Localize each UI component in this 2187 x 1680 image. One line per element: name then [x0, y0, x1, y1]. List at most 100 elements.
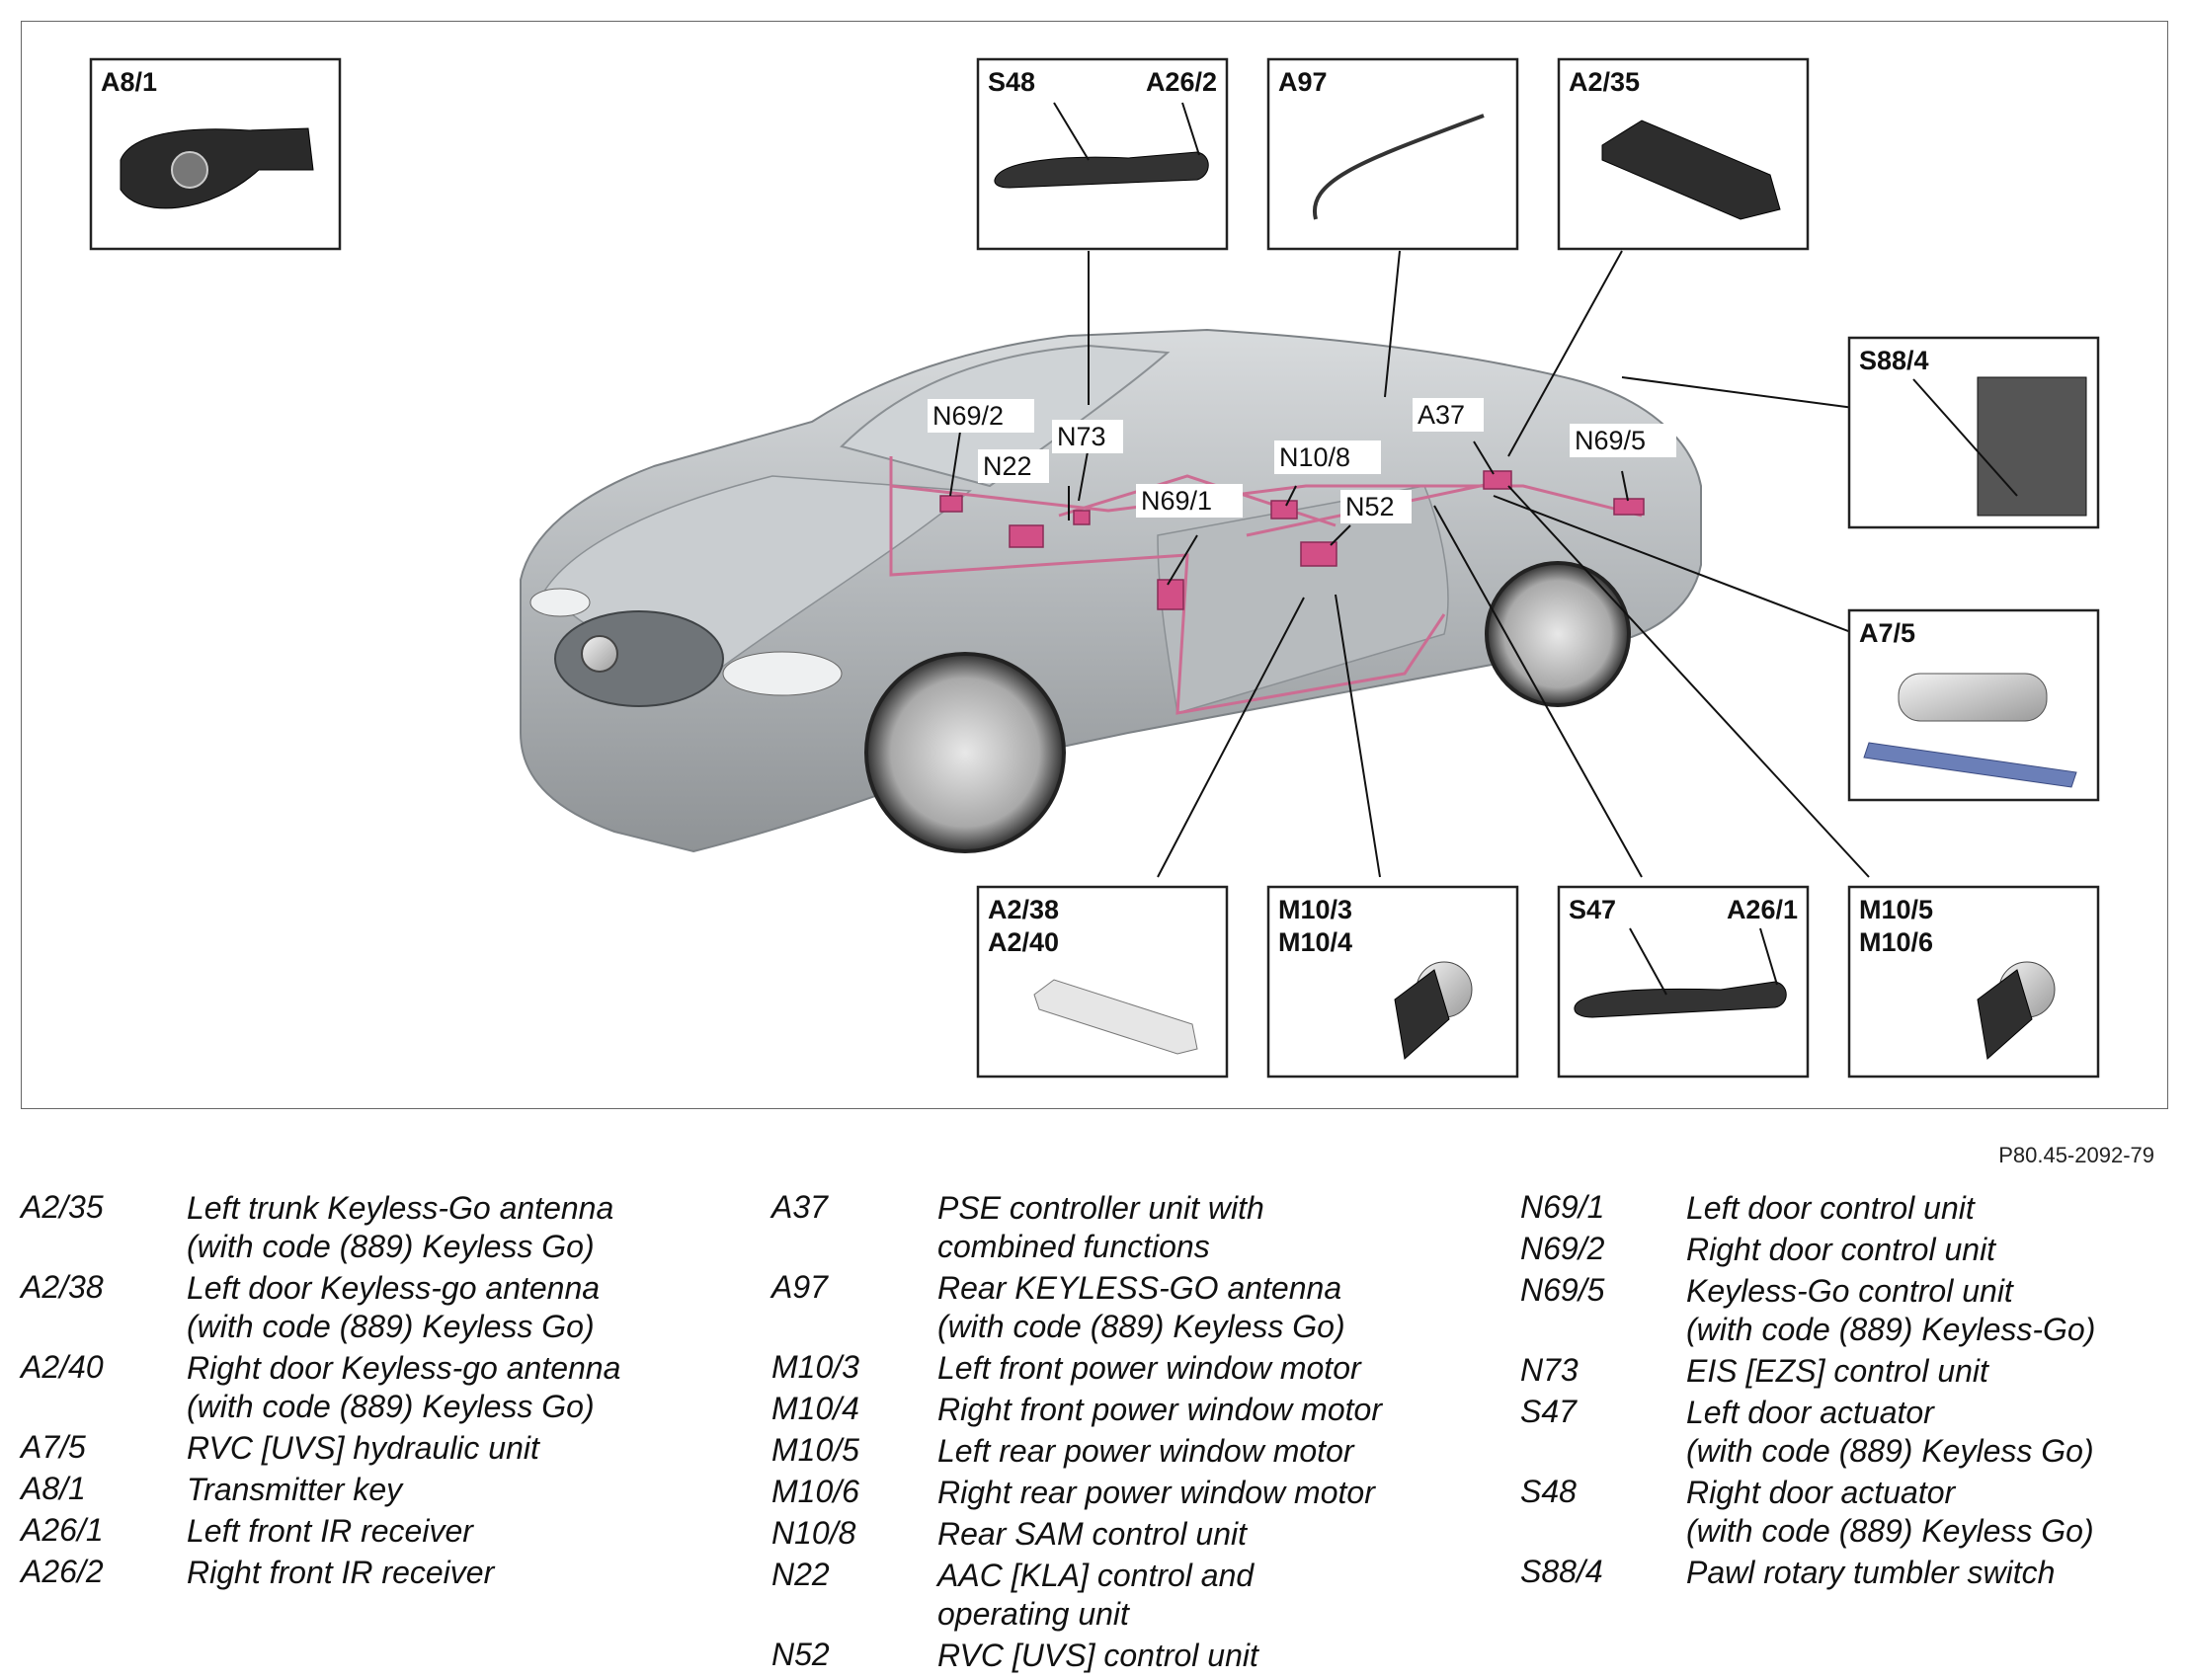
legend-description-line: operating unit: [937, 1596, 1129, 1632]
legend-description-line: Left door Keyless-go antenna: [187, 1270, 601, 1306]
legend-description-line: Right rear power window motor: [937, 1475, 1375, 1510]
callout-labels: N69/2 N22 N73 N69/1 N10/8 N52 A37 N69/5: [928, 398, 1676, 523]
legend-description-line: Left door control unit: [1686, 1190, 1975, 1226]
legend-description: Left door Keyless-go antenna(with code (…: [187, 1269, 600, 1346]
front-grille: [554, 610, 724, 707]
legend-code: A2/38: [21, 1269, 104, 1305]
legend-description-line: Left door actuator: [1686, 1395, 1934, 1430]
legend-code: M10/6: [771, 1474, 859, 1509]
rear-wheel: [1485, 561, 1631, 707]
legend-code: A2/40: [21, 1349, 104, 1385]
legend-code: M10/5: [771, 1432, 859, 1468]
box-a2-35: A2/35: [1557, 57, 1810, 251]
legend-description: Right rear power window motor: [937, 1474, 1375, 1512]
legend-description: Rear KEYLESS-GO antenna(with code (889) …: [937, 1269, 1345, 1346]
legend-description: Right door control unit: [1686, 1231, 1995, 1269]
legend-description: Right front IR receiver: [187, 1554, 494, 1592]
wiring-harness: [889, 456, 1643, 715]
legend-code: A26/2: [21, 1554, 104, 1589]
legend-code: N69/5: [1520, 1272, 1605, 1308]
callout-n69-1: N69/1: [1141, 486, 1212, 516]
legend-code: A7/5: [21, 1429, 86, 1465]
legend-description-line: (with code (889) Keyless-Go): [1686, 1312, 2096, 1347]
box-a2-38-label: A2/38: [988, 895, 1059, 924]
transmitter-key-image: [120, 127, 314, 209]
legend-description-line: Pawl rotary tumbler switch: [1686, 1555, 2056, 1590]
box-s47-a26-1: S47 A26/1: [1557, 885, 1810, 1079]
box-a26-2-label: A26/2: [1146, 67, 1217, 97]
legend-description: Left front IR receiver: [187, 1512, 473, 1551]
legend-code: A26/1: [21, 1512, 104, 1548]
box-a2-40-label: A2/40: [988, 927, 1059, 957]
legend-description: Keyless-Go control unit(with code (889) …: [1686, 1272, 2095, 1349]
callout-n69-5: N69/5: [1575, 426, 1646, 455]
legend-code: A37: [771, 1189, 828, 1225]
box-m10-4-label: M10/4: [1278, 927, 1352, 957]
legend-description-line: Rear SAM control unit: [937, 1516, 1248, 1552]
legend-code: A97: [771, 1269, 828, 1305]
mercedes-star-emblem: [581, 635, 618, 673]
legend-description-line: RVC [UVS] control unit: [937, 1638, 1258, 1673]
legend-description: Left front power window motor: [937, 1349, 1361, 1388]
box-s48-label: S48: [988, 67, 1035, 97]
legend-code: N10/8: [771, 1515, 856, 1551]
legend-description-line: Left rear power window motor: [937, 1433, 1354, 1469]
callout-n52: N52: [1345, 492, 1395, 521]
box-s88-4-label: S88/4: [1859, 346, 1929, 375]
legend-description-line: Right door control unit: [1686, 1232, 1996, 1267]
legend-code: N52: [771, 1637, 830, 1672]
box-a2-35-label: A2/35: [1569, 67, 1640, 97]
legend-description: EIS [EZS] control unit: [1686, 1352, 1988, 1391]
callout-n22: N22: [983, 451, 1032, 481]
trunk-antenna-image: [1601, 120, 1781, 220]
legend-description: Left door actuator(with code (889) Keyle…: [1686, 1394, 2094, 1471]
front-wheel: [864, 652, 1066, 853]
legend-description-line: (with code (889) Keyless Go): [187, 1389, 595, 1424]
legend-description-line: Right door Keyless-go antenna: [187, 1350, 621, 1386]
box-m10-5-label: M10/5: [1859, 895, 1933, 924]
headlight-right: [529, 588, 591, 617]
left-door-handle-image: [1574, 981, 1787, 1018]
legend-code: S88/4: [1520, 1554, 1603, 1589]
legend-code: M10/3: [771, 1349, 859, 1385]
box-s88-4: S88/4: [1847, 336, 2100, 529]
legend-description-line: Transmitter key: [187, 1472, 403, 1507]
box-a7-5-label: A7/5: [1859, 618, 1915, 648]
box-a2-38-40: A2/38 A2/40: [976, 885, 1229, 1079]
callout-a37: A37: [1418, 400, 1465, 430]
legend-description: Transmitter key: [187, 1471, 402, 1509]
legend-description-line: (with code (889) Keyless Go): [1686, 1513, 2094, 1549]
legend-description: Right door actuator(with code (889) Keyl…: [1686, 1474, 2094, 1551]
legend-description-line: Keyless-Go control unit: [1686, 1273, 2013, 1309]
callout-n10-8: N10/8: [1279, 442, 1350, 472]
legend-description: Rear SAM control unit: [937, 1515, 1247, 1554]
legend-description-line: Right front power window motor: [937, 1392, 1382, 1427]
legend-description-line: (with code (889) Keyless Go): [187, 1229, 595, 1264]
box-s47-label: S47: [1569, 895, 1616, 924]
box-s48-a26-2: S48 A26/2: [976, 57, 1229, 251]
box-a8-1-label: A8/1: [101, 67, 157, 97]
car-illustration: [520, 328, 1702, 853]
car-body: [520, 328, 1702, 853]
legend-code: A8/1: [21, 1471, 86, 1506]
legend-description-line: PSE controller unit with: [937, 1190, 1264, 1226]
hydraulic-unit-image: [1898, 673, 2048, 722]
legend-description-line: (with code (889) Keyless Go): [1686, 1433, 2094, 1469]
box-m10-3-4: M10/3 M10/4: [1266, 885, 1519, 1079]
legend-description-line: RVC [UVS] hydraulic unit: [187, 1430, 539, 1466]
legend-description-line: Left trunk Keyless-Go antenna: [187, 1190, 614, 1226]
box-a8-1: A8/1: [89, 57, 342, 251]
legend-code: N73: [1520, 1352, 1579, 1388]
box-a97-label: A97: [1278, 67, 1328, 97]
legend-description-line: (with code (889) Keyless Go): [187, 1309, 595, 1344]
legend-description-line: combined functions: [937, 1229, 1210, 1264]
legend-description: RVC [UVS] hydraulic unit: [187, 1429, 539, 1468]
legend-code: S47: [1520, 1394, 1577, 1429]
legend-description: RVC [UVS] control unit: [937, 1637, 1258, 1675]
legend-code: M10/4: [771, 1391, 859, 1426]
door-antenna-image: [1033, 979, 1198, 1055]
legend-description-line: Rear KEYLESS-GO antenna: [937, 1270, 1342, 1306]
legend-description-line: AAC [KLA] control and: [937, 1558, 1255, 1593]
